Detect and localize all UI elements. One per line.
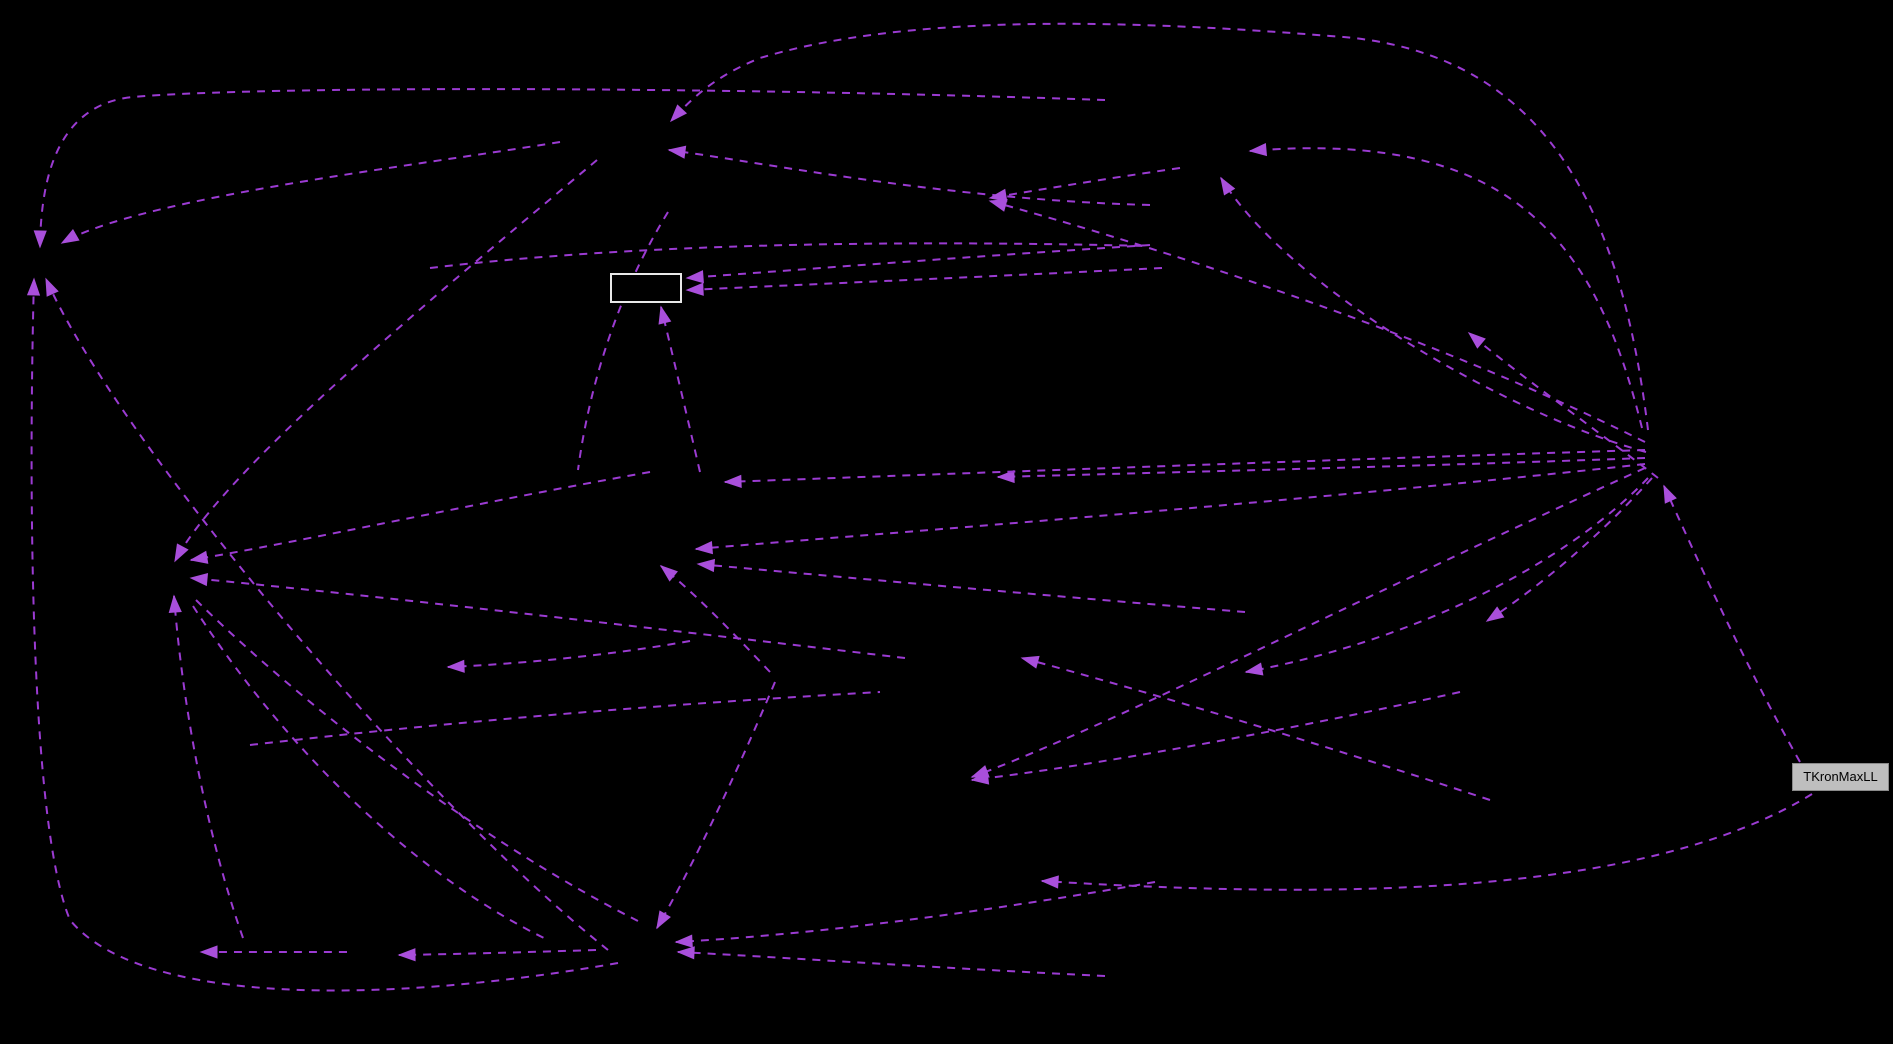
graph-edge	[1220, 176, 1647, 453]
graph-edge	[696, 558, 1246, 613]
graph-edge	[189, 572, 906, 659]
graph-edge	[1485, 477, 1653, 622]
graph-edge	[694, 463, 1646, 555]
graph-edge	[988, 167, 1181, 202]
graph-edge	[685, 267, 1163, 296]
graph-edge	[168, 594, 244, 939]
graph-edge	[189, 471, 651, 564]
graph-edge	[1663, 484, 1801, 763]
graph-edge	[192, 605, 549, 941]
graph-edge	[26, 277, 619, 992]
graph-edge	[1248, 143, 1643, 429]
graph-edge	[667, 145, 1151, 206]
graph-edge	[676, 946, 1106, 977]
graph-edge	[249, 691, 881, 746]
graph-edge	[669, 22, 1649, 431]
node-tkronmaxll[interactable]: TKronMaxLL	[1792, 763, 1889, 791]
graph-edge	[397, 948, 597, 962]
graph-edge	[1467, 332, 1659, 479]
graph-edge	[659, 565, 771, 673]
graph-edge	[60, 141, 561, 244]
graph-edge	[970, 691, 1461, 785]
graph-edge	[988, 199, 1646, 443]
graph-edge	[174, 159, 598, 563]
graph-edge	[195, 599, 641, 923]
graph-edge	[723, 449, 1646, 488]
graph-edge	[33, 88, 1106, 249]
graph-edge	[45, 277, 609, 951]
graph-edge	[1244, 477, 1649, 676]
graph-edge	[674, 881, 1156, 948]
graph-edge	[1020, 655, 1491, 801]
graph-edge	[970, 467, 1646, 778]
graph-edge	[996, 457, 1646, 484]
graph-edge	[658, 305, 701, 473]
graph-edge	[429, 242, 1147, 269]
graph-edge	[685, 244, 1151, 284]
graph-edge	[446, 640, 691, 673]
graph-edge	[656, 681, 776, 930]
graph-edge	[1040, 793, 1813, 891]
graph-edge	[577, 211, 669, 471]
current-node-box	[610, 273, 682, 303]
